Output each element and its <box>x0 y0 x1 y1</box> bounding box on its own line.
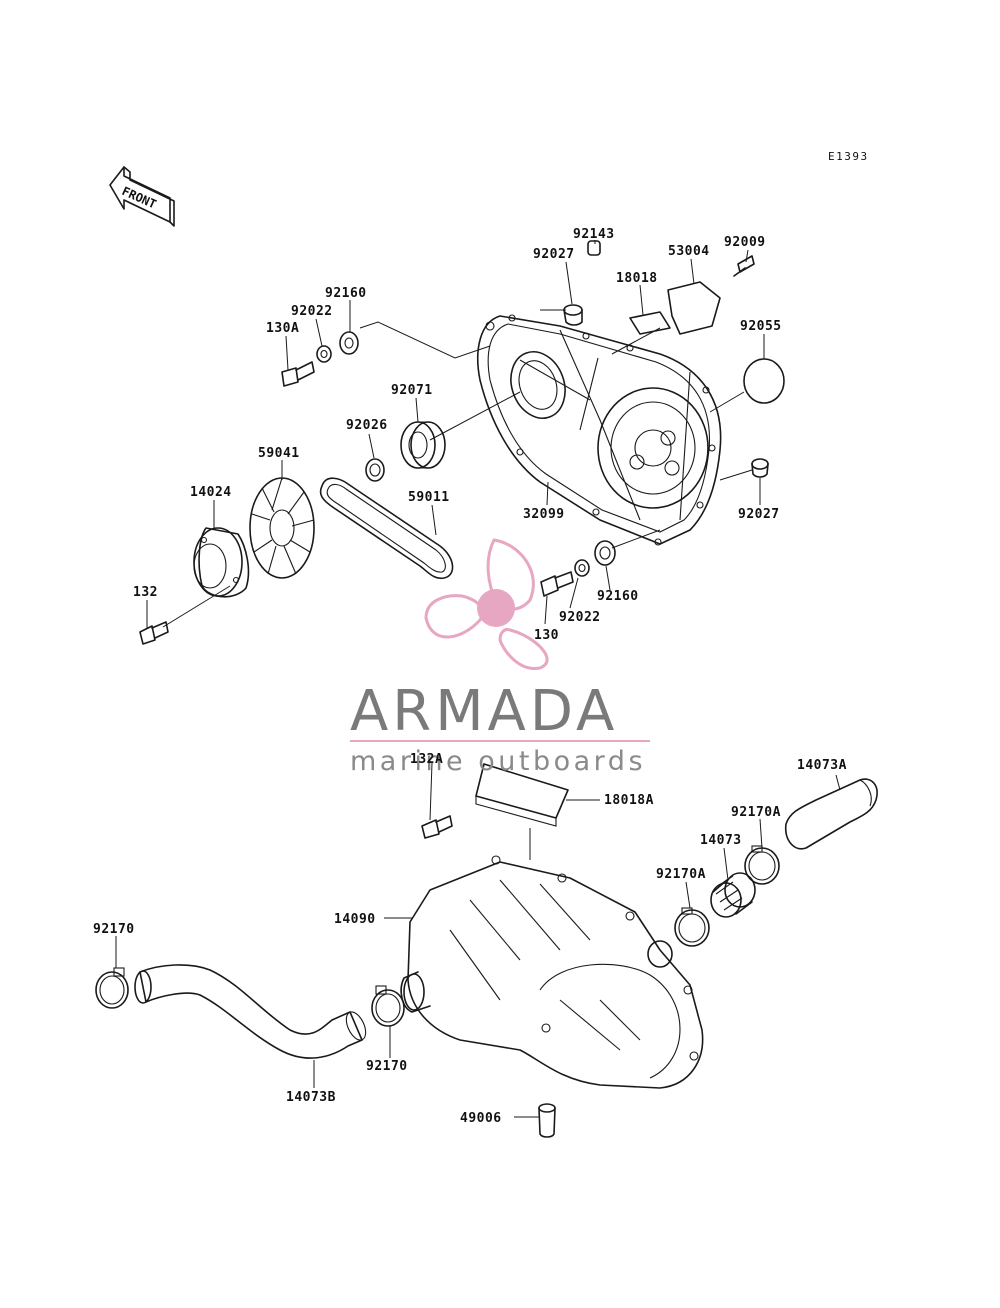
drive-belt-59011 <box>319 477 454 580</box>
part-label-14090: 14090 <box>334 912 376 927</box>
bolt-130 <box>540 571 574 597</box>
bolt-132A <box>421 815 453 839</box>
dowel-92027-right <box>751 458 769 478</box>
part-label-14073A: 14073A <box>797 758 847 773</box>
leader-lines <box>115 240 841 1118</box>
duct-14073A <box>784 778 878 850</box>
part-label-59041: 59041 <box>258 446 300 461</box>
damper-92160-bottom <box>594 540 616 566</box>
part-label-132: 132 <box>133 585 158 600</box>
bolt-130A <box>281 361 315 387</box>
bracket-18018 <box>629 311 671 335</box>
part-label-92027-right: 92027 <box>738 507 780 522</box>
o-ring-92055 <box>743 358 785 404</box>
part-label-18018A: 18018A <box>604 793 654 808</box>
part-label-14024: 14024 <box>190 485 232 500</box>
clamp-92170-left <box>95 967 129 1009</box>
washer-92022-top <box>316 345 332 363</box>
part-label-18018: 18018 <box>616 271 658 286</box>
part-label-32099: 32099 <box>523 507 565 522</box>
part-label-92071: 92071 <box>391 383 433 398</box>
part-label-14073: 14073 <box>700 833 742 848</box>
part-label-92009: 92009 <box>724 235 766 250</box>
part-label-132A: 132A <box>410 752 443 767</box>
part-label-92027-top: 92027 <box>533 247 575 262</box>
part-labels: 92143 92027 53004 92009 18018 92160 9202… <box>93 227 847 1126</box>
part-label-92143: 92143 <box>573 227 615 242</box>
guard-plate-18018A <box>475 763 569 827</box>
diagram-code: E1393 <box>828 150 869 163</box>
watermark-brand: ARMADA <box>350 679 618 744</box>
sleeve-14073 <box>710 872 756 918</box>
spacer-92026 <box>365 458 385 482</box>
plug-49006 <box>538 1103 556 1138</box>
part-label-92170A-upper: 92170A <box>731 805 781 820</box>
part-label-92022-bottom: 92022 <box>559 610 601 625</box>
damper-92160-top <box>339 331 359 355</box>
washer-92022-bottom <box>574 559 590 577</box>
part-label-130: 130 <box>534 628 559 643</box>
part-label-14073B: 14073B <box>286 1090 336 1105</box>
clamp-92170A-lower <box>674 907 710 947</box>
watermark-tagline: marine outboards <box>350 746 646 777</box>
part-label-92170-middle: 92170 <box>366 1059 408 1074</box>
part-label-49006: 49006 <box>460 1111 502 1126</box>
part-label-130A: 130A <box>266 321 299 336</box>
part-label-92170-left: 92170 <box>93 922 135 937</box>
dowel-92027-top <box>563 304 583 326</box>
front-direction-arrow: FRONT <box>109 166 175 227</box>
part-label-53004: 53004 <box>668 244 710 259</box>
propeller-logo <box>424 538 549 670</box>
clamp-92170-middle <box>371 985 405 1027</box>
cover-14024 <box>193 527 250 598</box>
part-label-92022-top: 92022 <box>291 304 333 319</box>
outer-cover-32099 <box>477 314 722 546</box>
seal-92071 <box>400 421 446 469</box>
part-label-92055: 92055 <box>740 319 782 334</box>
part-label-92170A-lower: 92170A <box>656 867 706 882</box>
fan-59041 <box>249 477 315 579</box>
part-label-92160-bottom: 92160 <box>597 589 639 604</box>
hose-14073B <box>134 964 367 1059</box>
housing-14090 <box>400 855 704 1089</box>
part-label-59011: 59011 <box>408 490 450 505</box>
part-label-92160-top: 92160 <box>325 286 367 301</box>
armada-watermark: ARMADA marine outboards <box>350 538 650 777</box>
part-label-92026: 92026 <box>346 418 388 433</box>
screw-92009 <box>733 255 755 277</box>
bolt-132 <box>139 621 169 645</box>
collar-92143 <box>587 240 601 256</box>
bracket-53004 <box>667 281 721 335</box>
